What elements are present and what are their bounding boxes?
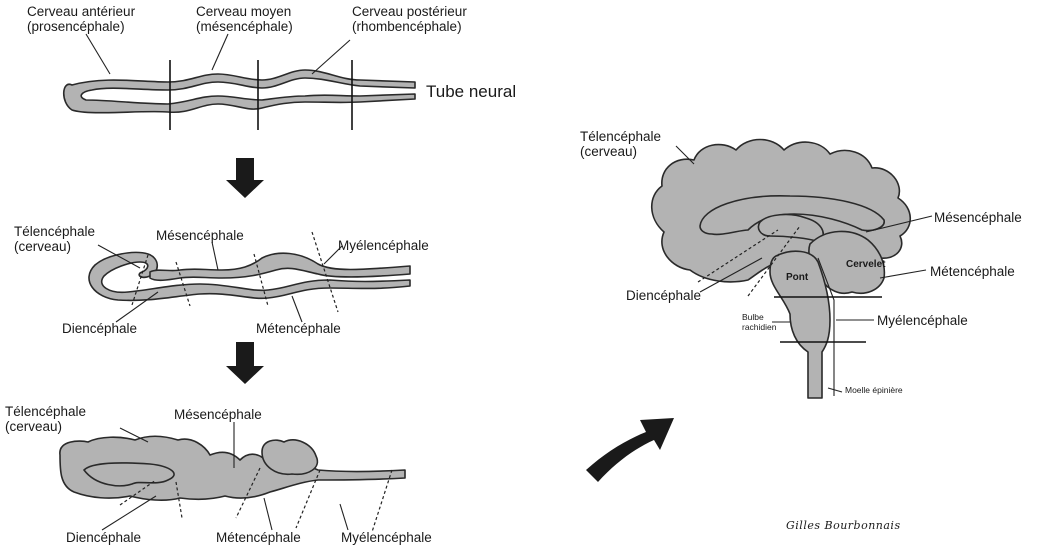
label-neural-tube: Tube neural: [426, 84, 516, 99]
label-telencephalon-adult: Télencéphale(cerveau): [580, 129, 661, 159]
label-diencephalon-3: Diencéphale: [66, 530, 141, 545]
neural-tube-drawing: [64, 34, 415, 130]
label-hindbrain: Cerveau postérieur(rhombencéphale): [352, 4, 467, 34]
curved-arrow: [586, 418, 674, 482]
arrow-down-2: [226, 342, 264, 384]
label-telencephalon-2: Télencéphale(cerveau): [14, 224, 95, 254]
label-myelencephalon-3: Myélencéphale: [341, 530, 432, 545]
label-metencephalon-3: Métencéphale: [216, 530, 301, 545]
arrow-down-1: [226, 158, 264, 198]
label-diencephalon-adult: Diencéphale: [626, 288, 701, 303]
label-metencephalon-2: Métencéphale: [256, 321, 341, 336]
label-telencephalon-3: Télencéphale(cerveau): [5, 404, 86, 434]
label-myelencephalon-adult: Myélencéphale: [877, 313, 968, 328]
label-pons: Pont: [786, 270, 808, 285]
label-mesencephalon-2: Mésencéphale: [156, 228, 244, 243]
label-cerebellum: Cervelet: [846, 257, 885, 272]
label-spinal-cord: Moelle épinière: [845, 386, 903, 396]
label-metencephalon-adult: Métencéphale: [930, 264, 1015, 279]
late-embryo-drawing: [60, 422, 405, 532]
label-mesencephalon-3: Mésencéphale: [174, 407, 262, 422]
label-diencephalon-2: Diencéphale: [62, 321, 137, 336]
label-midbrain: Cerveau moyen(mésencéphale): [196, 4, 293, 34]
label-myelencephalon-2: Myélencéphale: [338, 238, 429, 253]
signature: Gilles Bourbonnais: [786, 518, 901, 533]
label-mesencephalon-adult: Mésencéphale: [934, 210, 1022, 225]
adult-brain-drawing: [652, 140, 932, 399]
label-forebrain: Cerveau antérieur(prosencéphale): [27, 4, 135, 34]
